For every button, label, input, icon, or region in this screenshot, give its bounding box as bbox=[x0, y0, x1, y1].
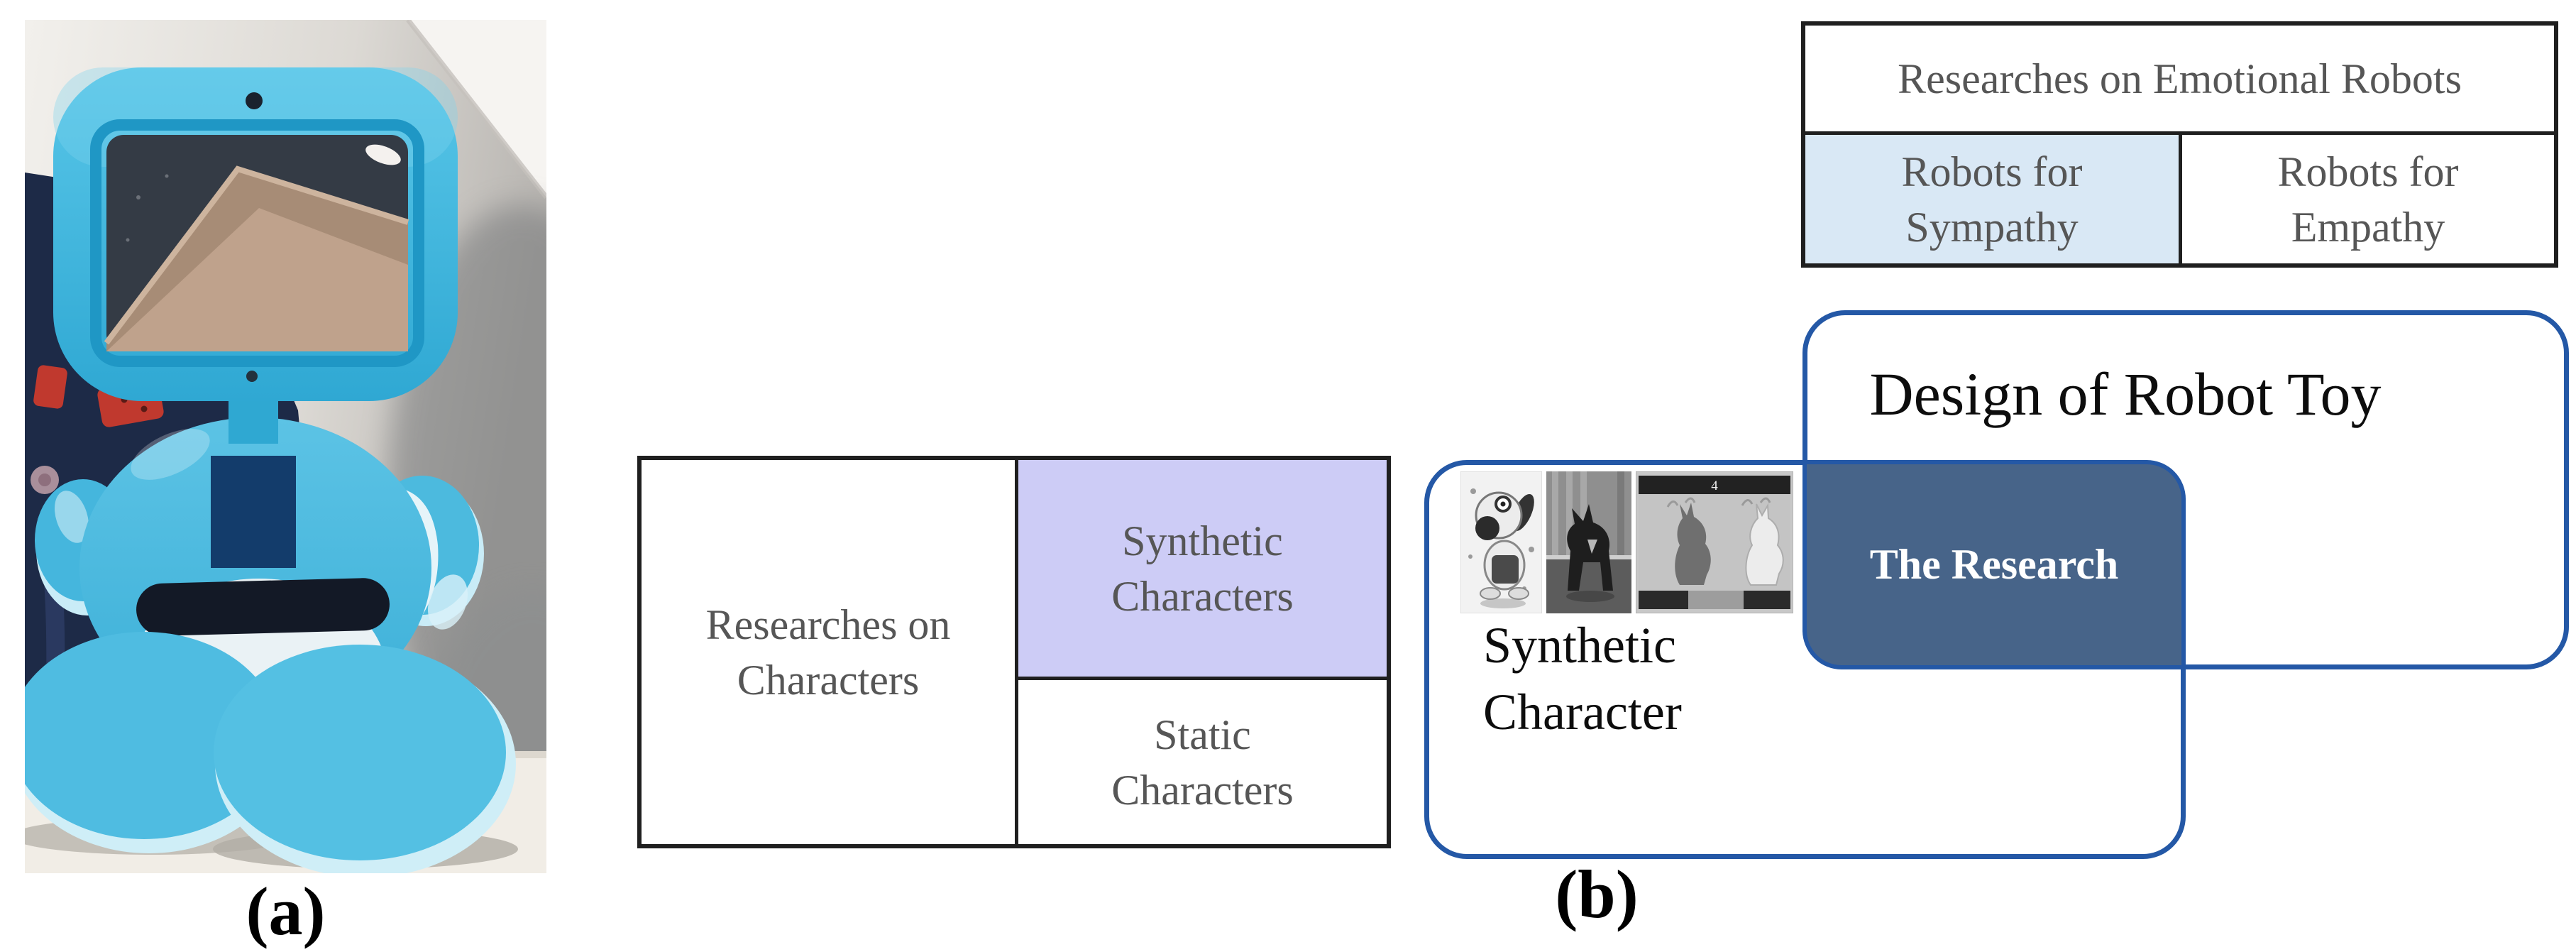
camera-hole-top bbox=[246, 92, 263, 109]
robots-for-sympathy-text: Robots for Sympathy bbox=[1901, 148, 2083, 251]
synthetic-character-thumbnails: 4 bbox=[1460, 471, 1793, 613]
the-research-text: The Research bbox=[1869, 541, 2119, 588]
emotional-robots-table-header: Researches on Emotional Robots bbox=[1805, 26, 2554, 135]
emotional-robots-cell-empathy: Robots for Empathy bbox=[2182, 135, 2554, 263]
synthetic-characters-text: Synthetic Characters bbox=[1111, 517, 1294, 620]
emotional-robots-table: Researches on Emotional Robots Robots fo… bbox=[1801, 21, 2558, 268]
cartoon-dog-sketch-thumbnail bbox=[1460, 471, 1542, 613]
animation-creature-left bbox=[1675, 503, 1711, 585]
characters-table-cell-static: Static Characters bbox=[1018, 680, 1387, 844]
robot-neck bbox=[229, 394, 278, 444]
emotional-robots-header-text: Researches on Emotional Robots bbox=[1898, 55, 2462, 102]
robot-chest-panel bbox=[211, 456, 296, 568]
robot-visor bbox=[136, 578, 390, 636]
panel-a-label: (a) bbox=[246, 873, 326, 949]
characters-table: Researches on Characters Synthetic Chara… bbox=[637, 456, 1391, 848]
camera-hole-bottom bbox=[246, 371, 258, 382]
static-characters-text: Static Characters bbox=[1111, 711, 1294, 814]
robot-left-foot bbox=[9, 632, 287, 853]
characters-table-row-header-text: Researches on Characters bbox=[705, 601, 951, 704]
animation-creature-right bbox=[1745, 503, 1784, 586]
robots-for-empathy-text: Robots for Empathy bbox=[2277, 148, 2459, 251]
synthetic-character-text: Synthetic Character bbox=[1483, 617, 1682, 740]
design-of-robot-toy-text: Design of Robot Toy bbox=[1869, 360, 2382, 428]
research-overlap-region: The Research bbox=[1802, 460, 2186, 669]
robot-toy-photo bbox=[9, 18, 656, 886]
robot-right-foot bbox=[214, 645, 516, 877]
frame-number-text: 4 bbox=[1711, 478, 1718, 493]
robot-screen bbox=[104, 135, 409, 351]
animation-frames-thumbnail: 4 bbox=[1636, 471, 1793, 613]
screen-glare bbox=[365, 144, 401, 165]
panel-b-label: (b) bbox=[1555, 856, 1639, 932]
characters-table-cell-synthetic: Synthetic Characters bbox=[1018, 460, 1387, 680]
dog-photo-thumbnail bbox=[1546, 471, 1631, 613]
characters-table-row-header: Researches on Characters bbox=[642, 460, 1018, 844]
emotional-robots-cell-sympathy: Robots for Sympathy bbox=[1805, 135, 2182, 263]
robot-head bbox=[53, 67, 458, 401]
robot-toy-illustration bbox=[9, 18, 656, 886]
robot-toy bbox=[9, 67, 516, 877]
